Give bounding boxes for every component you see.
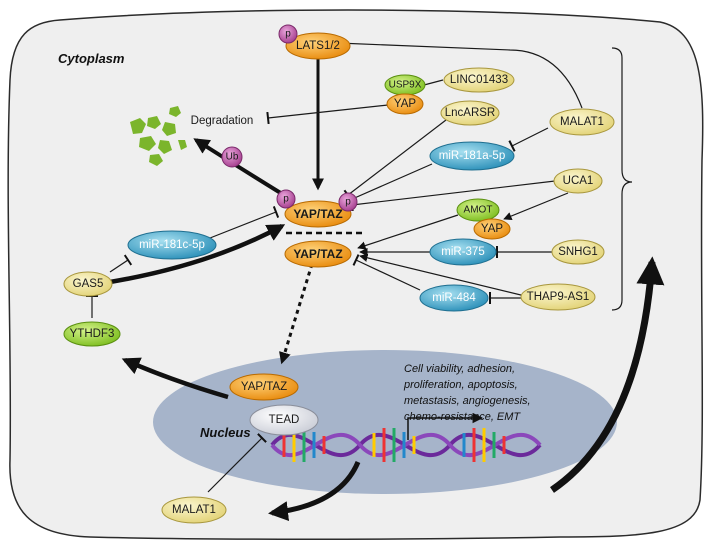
node-lats: LATS1/2: [285, 32, 351, 60]
edge-malat1-lats: [337, 39, 583, 109]
svg-text:miR-484: miR-484: [432, 292, 476, 304]
edge-mir181c-yaptaz: [209, 206, 280, 239]
node-snhg1: SNHG1: [551, 239, 605, 265]
edge-outcomes-feedback: [550, 256, 665, 493]
edge-uca1-yaptaz: [350, 180, 556, 212]
cytoplasm-label: Cytoplasm: [58, 51, 125, 66]
edge-thap9-yaptaz: [359, 253, 526, 297]
svg-text:UCA1: UCA1: [563, 175, 594, 187]
svg-text:miR-375: miR-375: [441, 246, 484, 258]
outcome-line-2: proliferation, apoptosis,: [403, 379, 518, 391]
node-yaptaz-phosphorylated: YAP/TAZ: [284, 200, 352, 228]
lncrna-group-bracket: [611, 47, 633, 311]
edge-nucyaptaz-ythdf3: [121, 357, 229, 400]
node-gas5: GAS5: [63, 271, 113, 297]
edge-malat1-mir181a: [508, 127, 549, 152]
node-linc01433: LINC01433: [443, 67, 515, 93]
node-ythdf3: YTHDF3: [63, 321, 121, 347]
svg-text:MALAT1: MALAT1: [172, 504, 216, 516]
svg-text:p: p: [345, 197, 351, 208]
svg-text:SNHG1: SNHG1: [558, 246, 598, 258]
edge-lncarsr-inhibit: [343, 119, 447, 201]
phospho-p-left: p: [276, 189, 296, 209]
edge-dna-malat1: [268, 460, 361, 522]
svg-text:YAP/TAZ: YAP/TAZ: [293, 247, 342, 261]
node-yaptaz-nuclear: YAP/TAZ: [229, 373, 299, 401]
svg-text:p: p: [283, 194, 289, 205]
degradation-label: Degradation: [191, 115, 254, 127]
svg-text:THAP9-AS1: THAP9-AS1: [527, 291, 590, 303]
node-mir375: miR-375: [429, 238, 497, 266]
svg-text:YAP: YAP: [481, 223, 503, 235]
edge-gas5-mir181c: [109, 254, 133, 273]
svg-text:YAP/TAZ: YAP/TAZ: [241, 381, 287, 393]
svg-text:GAS5: GAS5: [73, 278, 104, 290]
svg-text:AMOT: AMOT: [464, 205, 493, 216]
edge-mir484-yaptaz: [352, 254, 421, 291]
svg-text:Ub: Ub: [226, 152, 239, 163]
svg-text:YAP: YAP: [394, 98, 416, 110]
degradation-fragments-icon: [130, 106, 187, 166]
phospho-p-lats: p: [278, 24, 298, 44]
outcome-line-1: Cell viability, adhesion,: [404, 363, 515, 375]
dna-helix: [270, 428, 542, 462]
node-yaptaz-active: YAP/TAZ: [284, 240, 352, 268]
svg-text:USP9X: USP9X: [389, 80, 422, 91]
edge-gas5-yaptaz: [109, 224, 286, 285]
svg-text:LncARSR: LncARSR: [445, 107, 496, 119]
edge-malat1-tead: [207, 433, 267, 493]
node-tead: TEAD: [249, 404, 319, 436]
edge-usp9x-inhibit: [266, 104, 389, 125]
node-lncarsr: LncARSR: [440, 100, 500, 126]
outcome-line-4: chemo-resistance, EMT: [404, 411, 521, 423]
outcome-line-3: metastasis, angiogenesis,: [404, 395, 531, 407]
svg-text:p: p: [285, 29, 291, 40]
node-thap9-as1: THAP9-AS1: [520, 283, 596, 311]
node-mir181a: miR-181a-5p: [429, 141, 515, 171]
node-mir484: miR-484: [419, 284, 489, 312]
svg-text:LINC01433: LINC01433: [450, 74, 508, 86]
node-uca1: UCA1: [553, 168, 603, 194]
edge-uca1-amot: [503, 192, 569, 221]
edge-yaptaz-nuclear-translocation: [279, 263, 314, 365]
edge-linc01433-usp9x: [423, 79, 444, 86]
edge-mir181a-yaptaz: [346, 163, 433, 206]
node-usp9x: USP9X: [384, 74, 426, 96]
node-malat1-bottom: MALAT1: [161, 496, 227, 524]
svg-text:miR-181a-5p: miR-181a-5p: [439, 150, 505, 162]
svg-text:LATS1/2: LATS1/2: [296, 40, 340, 52]
transcription-start-arrow: [407, 412, 484, 440]
svg-text:TEAD: TEAD: [269, 414, 300, 426]
node-malat1-top: MALAT1: [549, 108, 615, 136]
svg-text:miR-181c-5p: miR-181c-5p: [139, 239, 205, 251]
edge-amot-yaptaz: [357, 214, 459, 250]
svg-text:YAP/TAZ: YAP/TAZ: [293, 207, 342, 221]
phospho-p-right: p: [338, 192, 358, 212]
node-amot: AMOT: [456, 198, 500, 222]
svg-text:YTHDF3: YTHDF3: [70, 328, 115, 340]
node-yap-complex-2: YAP: [473, 218, 511, 240]
node-mir181c: miR-181c-5p: [127, 230, 217, 260]
ubiquitin-ub: Ub: [221, 146, 243, 168]
svg-text:MALAT1: MALAT1: [560, 116, 604, 128]
nucleus: [153, 350, 617, 494]
node-yap-complex-1: YAP: [386, 93, 424, 115]
nucleus-label: Nucleus: [200, 425, 251, 440]
